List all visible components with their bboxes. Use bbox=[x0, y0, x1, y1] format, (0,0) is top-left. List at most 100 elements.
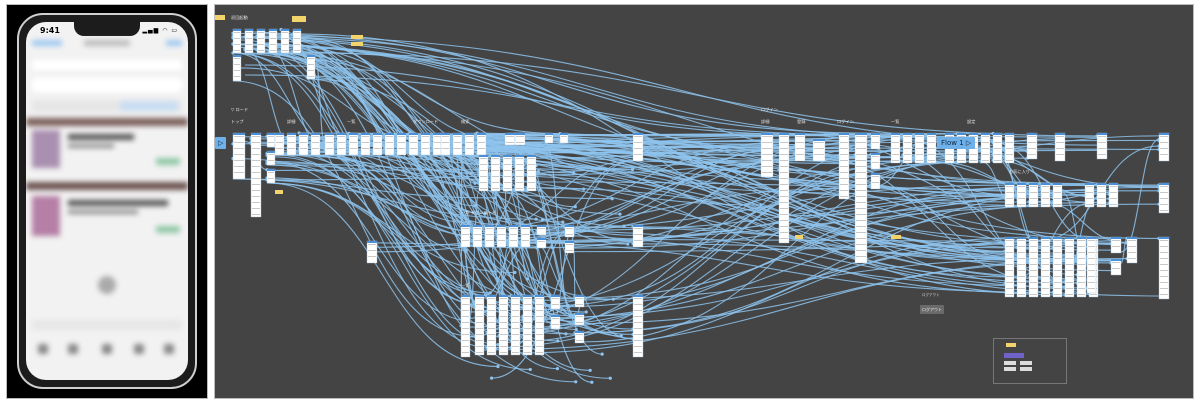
screen-frame[interactable] bbox=[464, 132, 475, 156]
screen-frame[interactable] bbox=[324, 132, 335, 156]
screen-frame[interactable] bbox=[574, 294, 585, 308]
screen-frame[interactable] bbox=[514, 132, 526, 146]
screen-frame[interactable] bbox=[632, 132, 644, 162]
screen-frame[interactable] bbox=[980, 132, 991, 164]
screen-frame[interactable] bbox=[1086, 236, 1097, 294]
screen-frame[interactable] bbox=[310, 132, 321, 156]
screen-frame[interactable] bbox=[1110, 236, 1122, 254]
screen-frame[interactable] bbox=[460, 294, 471, 358]
screen-frame[interactable] bbox=[336, 132, 347, 156]
screen-frame[interactable] bbox=[522, 294, 533, 356]
screen-frame[interactable] bbox=[384, 132, 395, 156]
screen-frame[interactable] bbox=[1158, 236, 1170, 300]
screen-frame[interactable] bbox=[1016, 182, 1027, 208]
screen-frame[interactable] bbox=[256, 28, 266, 54]
screen-frame[interactable] bbox=[1004, 236, 1015, 298]
sticky-note[interactable] bbox=[275, 190, 283, 194]
screen-frame[interactable] bbox=[250, 132, 262, 218]
screen-frame[interactable] bbox=[232, 132, 246, 180]
screen-frame[interactable] bbox=[408, 132, 419, 156]
screen-frame[interactable] bbox=[366, 240, 378, 264]
sticky-note[interactable] bbox=[891, 235, 901, 239]
screen-frame[interactable] bbox=[232, 28, 242, 54]
phone-screen[interactable]: 9:41 ▂▄▆ ◠ ▭ bbox=[26, 22, 188, 380]
screen-frame[interactable] bbox=[520, 224, 531, 248]
screen-frame[interactable] bbox=[1076, 236, 1087, 298]
screen-frame[interactable] bbox=[1016, 236, 1027, 298]
screen-frame[interactable] bbox=[286, 132, 297, 156]
screen-frame[interactable] bbox=[1004, 132, 1015, 164]
screen-frame[interactable] bbox=[266, 168, 276, 184]
screen-frame[interactable] bbox=[1158, 132, 1170, 162]
screen-frame[interactable] bbox=[564, 224, 575, 238]
screen-frame[interactable] bbox=[870, 172, 881, 190]
screen-frame[interactable] bbox=[498, 294, 509, 356]
screen-frame[interactable] bbox=[1126, 236, 1138, 264]
screen-frame[interactable] bbox=[559, 132, 569, 144]
screen-frame[interactable] bbox=[550, 314, 561, 330]
screen-frame[interactable] bbox=[280, 28, 290, 54]
sticky-note[interactable] bbox=[292, 16, 306, 22]
screen-frame[interactable] bbox=[266, 132, 276, 148]
screen-frame[interactable] bbox=[348, 132, 359, 156]
logout-button[interactable]: ログアウト bbox=[920, 305, 944, 314]
screen-frame[interactable] bbox=[472, 224, 483, 248]
screen-frame[interactable] bbox=[854, 132, 868, 264]
prototype-flow-canvas[interactable]: Flow 1 ▷ ▷ 初回起動 ▽ ロード ログイン トップ 詳細 一覧 ダウン… bbox=[214, 4, 1194, 399]
screen-frame[interactable] bbox=[536, 224, 547, 236]
screen-frame[interactable] bbox=[476, 132, 487, 156]
screen-frame[interactable] bbox=[1064, 236, 1075, 298]
screen-frame[interactable] bbox=[1158, 182, 1170, 214]
screen-frame[interactable] bbox=[902, 132, 913, 164]
screen-frame[interactable] bbox=[870, 132, 881, 150]
screen-frame[interactable] bbox=[360, 132, 371, 156]
screen-frame[interactable] bbox=[266, 150, 276, 166]
screen-frame[interactable] bbox=[490, 154, 501, 192]
screen-frame[interactable] bbox=[484, 224, 495, 248]
screen-frame[interactable] bbox=[502, 154, 513, 192]
screen-frame[interactable] bbox=[760, 132, 774, 178]
screen-frame[interactable] bbox=[890, 132, 901, 164]
screen-frame[interactable] bbox=[514, 154, 525, 192]
sticky-note[interactable] bbox=[795, 235, 803, 239]
screen-frame[interactable] bbox=[812, 138, 826, 162]
screen-frame[interactable] bbox=[914, 132, 925, 164]
screen-frame[interactable] bbox=[1096, 132, 1108, 160]
screen-frame[interactable] bbox=[1026, 132, 1038, 160]
screen-frame[interactable] bbox=[564, 240, 575, 254]
screen-frame[interactable] bbox=[536, 237, 547, 249]
screen-frame[interactable] bbox=[244, 28, 254, 54]
sticky-note[interactable] bbox=[215, 15, 225, 20]
screen-frame[interactable] bbox=[1110, 258, 1122, 276]
screen-frame[interactable] bbox=[298, 132, 309, 156]
screen-frame[interactable] bbox=[544, 132, 554, 144]
screen-frame[interactable] bbox=[232, 54, 242, 82]
screen-frame[interactable] bbox=[496, 224, 507, 248]
screen-frame[interactable] bbox=[1096, 182, 1107, 208]
screen-frame[interactable] bbox=[550, 294, 561, 310]
screen-frame[interactable] bbox=[1108, 182, 1119, 208]
screen-frame[interactable] bbox=[926, 132, 937, 164]
screen-frame[interactable] bbox=[306, 54, 316, 80]
screen-frame[interactable] bbox=[1084, 182, 1095, 208]
screen-frame[interactable] bbox=[452, 132, 463, 156]
screen-frame[interactable] bbox=[486, 294, 497, 356]
screen-frame[interactable] bbox=[1054, 132, 1066, 162]
screen-frame[interactable] bbox=[632, 294, 644, 358]
screen-frame[interactable] bbox=[510, 294, 521, 356]
screen-frame[interactable] bbox=[1052, 182, 1063, 208]
flow-start-label[interactable]: Flow 1 ▷ bbox=[937, 137, 976, 149]
screen-frame[interactable] bbox=[292, 28, 302, 54]
screen-frame[interactable] bbox=[838, 132, 850, 200]
screen-frame[interactable] bbox=[632, 224, 644, 248]
sticky-note[interactable] bbox=[351, 42, 363, 46]
screen-frame[interactable] bbox=[534, 294, 545, 356]
screen-frame[interactable] bbox=[504, 132, 516, 146]
screen-frame[interactable] bbox=[1052, 236, 1063, 298]
screen-frame[interactable] bbox=[440, 132, 451, 156]
screen-frame[interactable] bbox=[460, 224, 471, 248]
screen-frame[interactable] bbox=[992, 132, 1003, 164]
screen-frame[interactable] bbox=[574, 330, 585, 344]
screen-frame[interactable] bbox=[372, 132, 383, 156]
screen-frame[interactable] bbox=[870, 152, 881, 170]
